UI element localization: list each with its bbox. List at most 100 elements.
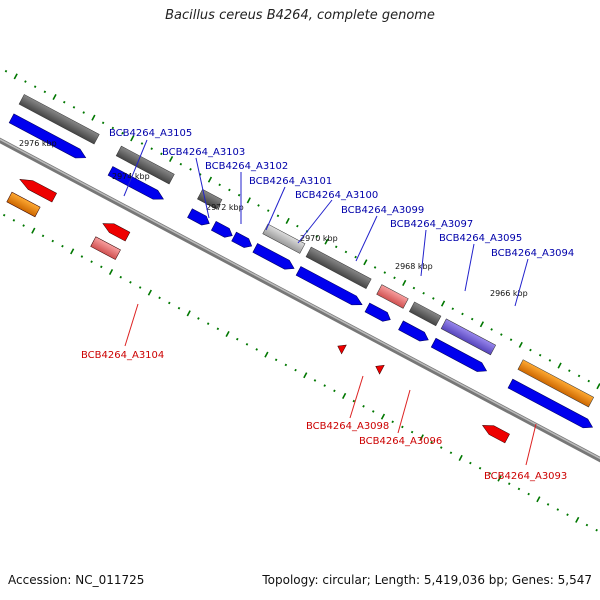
minor-tick [517,487,521,491]
cds-arrow[interactable] [107,166,166,203]
reverse-gene-arrow[interactable] [373,362,385,375]
gene-box[interactable] [408,301,442,327]
minor-tick [391,420,394,424]
minor-tick [296,224,299,228]
minor-tick [422,291,425,295]
minor-tick [527,492,530,496]
minor-tick [160,152,163,156]
reverse-gene-labels: BCB4264_A3104 BCB4264_A3098 BCB4264_A309… [81,350,567,482]
gene-label-A3099[interactable]: BCB4264_A3099 [341,205,424,216]
gene-label-A3093[interactable]: BCB4264_A3093 [484,471,567,482]
minor-tick [245,342,249,346]
minor-tick [218,183,221,187]
minor-tick [470,317,474,321]
gene-label-A3095[interactable]: BCB4264_A3095 [439,233,522,244]
cds-arrow[interactable] [507,378,595,431]
accession-label: Accession: NC_011725 [8,573,145,587]
major-tick [342,392,347,399]
major-tick [186,310,191,317]
cds-arrow[interactable] [8,113,88,162]
kbp-label: 2974 kbp [112,172,150,181]
major-tick [497,475,502,482]
minor-tick [439,446,443,449]
minor-tick [2,213,6,217]
cds-arrow[interactable] [187,208,212,228]
reverse-gene-box[interactable] [6,191,41,218]
minor-tick [4,69,8,73]
reverse-gene-arrow[interactable] [100,219,131,242]
cds-arrow[interactable] [364,302,393,324]
gene-box[interactable] [440,318,497,356]
minor-tick [197,317,200,320]
minor-tick [284,363,288,367]
forward-gene-labels: BCB4264_A3105 BCB4264_A3103 BCB4264_A310… [109,128,574,259]
forward-cds-track [8,113,595,431]
gene-label-A3098[interactable]: BCB4264_A3098 [306,421,389,432]
minor-tick [449,451,453,455]
major-tick [518,341,523,348]
gene-label-A3100[interactable]: BCB4264_A3100 [295,190,378,201]
minor-tick [587,379,591,383]
minor-tick [236,337,239,341]
major-tick [402,279,407,286]
minor-tick [478,466,482,470]
major-tick [458,454,463,461]
gene-box[interactable] [305,246,372,290]
minor-tick [507,482,511,486]
major-tick [575,516,580,523]
minor-tick [158,296,161,300]
gene-label-A3105[interactable]: BCB4264_A3105 [109,128,192,139]
gene-label-A3104[interactable]: BCB4264_A3104 [81,350,164,361]
genome-track-group [0,69,600,532]
gene-label-A3103[interactable]: BCB4264_A3103 [162,147,245,158]
minor-tick [548,359,552,362]
minor-tick [138,286,142,289]
minor-tick [585,523,589,527]
gene-box[interactable] [376,284,409,309]
minor-tick [393,276,396,280]
cds-arrow[interactable] [295,266,364,309]
minor-tick [371,410,375,413]
minor-tick [206,322,210,325]
cds-arrow[interactable] [430,337,489,375]
major-tick [70,248,75,255]
minor-tick [150,147,153,150]
gene-label-A3102[interactable]: BCB4264_A3102 [205,161,288,172]
kbp-label: 2968 kbp [395,262,433,271]
minor-tick [257,204,260,207]
gene-box[interactable] [262,223,306,254]
minor-tick [179,162,183,166]
minor-tick [334,245,338,249]
cds-arrow[interactable] [210,220,234,240]
major-tick [285,217,290,224]
gene-label-A3094[interactable]: BCB4264_A3094 [491,248,574,259]
minor-tick [101,121,105,125]
reverse-gene-box[interactable] [90,236,121,260]
major-tick [52,93,57,101]
gene-box[interactable] [115,145,175,185]
gene-label-A3096[interactable]: BCB4264_A3096 [359,436,442,447]
reverse-gene-arrow[interactable] [480,421,510,444]
gene-box[interactable] [18,94,100,145]
cds-arrow[interactable] [252,243,297,272]
minor-tick [556,508,560,511]
major-tick [419,434,424,441]
minor-tick [488,472,492,475]
cds-arrow[interactable] [231,231,254,250]
kbp-label: 2970 kbp [300,234,338,243]
kbp-label: 2972 kbp [206,203,244,212]
kbp-label: 2966 kbp [490,289,528,298]
minor-tick [566,513,569,517]
kbp-labels: 2976 kbp 2974 kbp 2972 kbp 2970 kbp 2968… [19,139,528,298]
gene-label-A3097[interactable]: BCB4264_A3097 [390,219,473,230]
reverse-gene-arrow[interactable] [335,342,347,355]
cds-arrow[interactable] [398,320,431,344]
reverse-gene-track [6,175,510,444]
gene-label-A3101[interactable]: BCB4264_A3101 [249,176,332,187]
reverse-gene-arrow[interactable] [17,175,57,203]
minor-tick [529,348,532,352]
gene-box[interactable] [517,359,595,408]
minor-tick [276,214,280,218]
